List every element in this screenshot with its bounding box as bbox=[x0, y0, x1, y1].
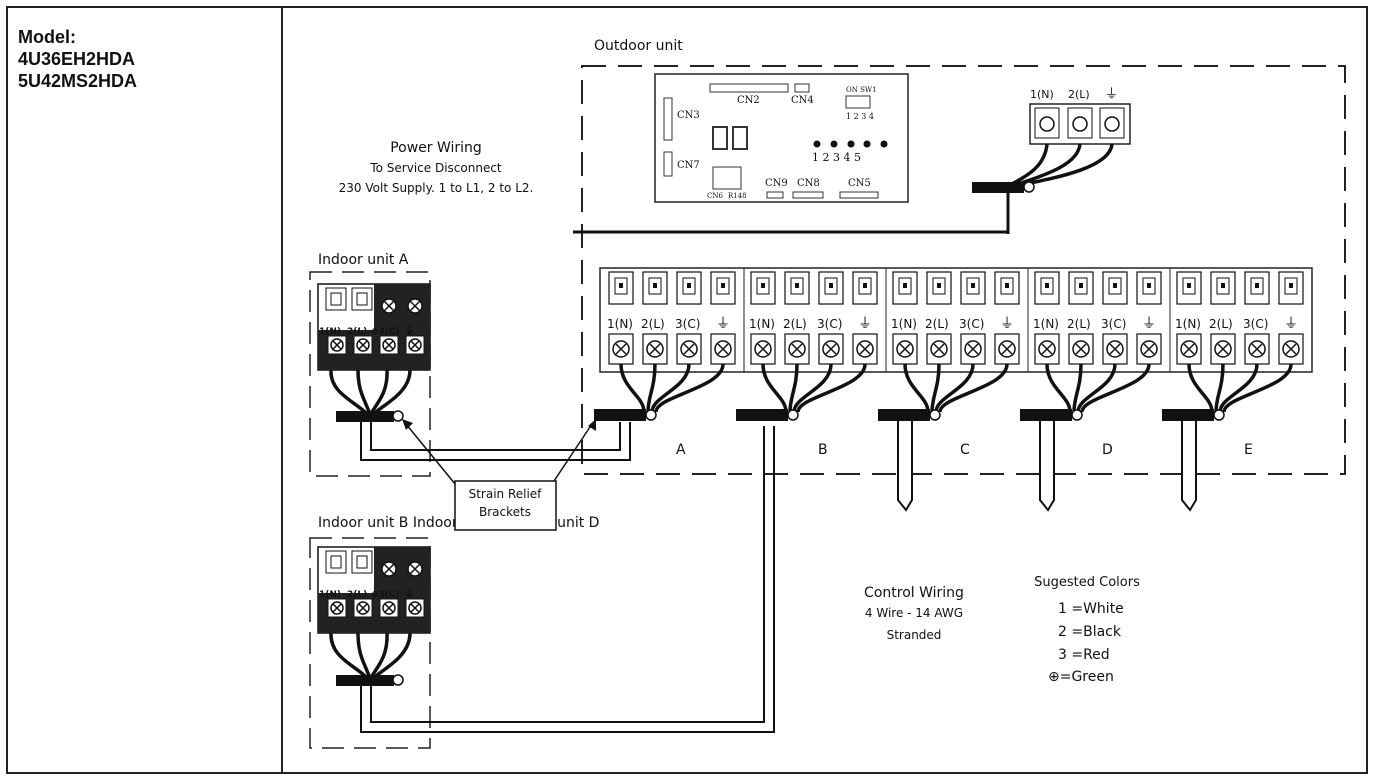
zone-b-terminal-2: 2(L) bbox=[783, 317, 807, 331]
zone-a-terminal-2: 2(L) bbox=[641, 317, 665, 331]
model-number-2: 5U42MS2HDA bbox=[18, 71, 138, 91]
board-cn9: CN9 bbox=[765, 178, 788, 189]
power-wiring-line1: To Service Disconnect bbox=[369, 161, 502, 175]
zone-d-terminal-4: ⏚ bbox=[1142, 316, 1156, 332]
board-cn3: CN3 bbox=[677, 110, 700, 121]
zone-e-terminal-3: 3(C) bbox=[1243, 317, 1268, 331]
control-wiring-title: Control Wiring bbox=[864, 585, 964, 601]
control-wiring-line2: Stranded bbox=[887, 628, 942, 642]
indoor-bcd-strain-relief bbox=[336, 675, 394, 686]
model-label: Model: bbox=[18, 27, 76, 47]
indoor-bcd-term-ground: ⏚ bbox=[404, 587, 415, 600]
power-terminal-1n: 1(N) bbox=[1030, 88, 1054, 101]
indoor-unit-a-terminal-block bbox=[317, 283, 431, 371]
zone-e-terminal-2: 2(L) bbox=[1209, 317, 1233, 331]
zone-a-terminal-1: 1(N) bbox=[607, 317, 633, 331]
zone-a-terminal-4: ⏚ bbox=[716, 316, 730, 332]
board-cn4: CN4 bbox=[791, 95, 814, 106]
zone-c-terminal-2: 2(L) bbox=[925, 317, 949, 331]
zone-c-strain-relief bbox=[878, 409, 930, 421]
zone-letter-b: B bbox=[818, 442, 828, 458]
color-legend-3: 3 =Red bbox=[1058, 647, 1110, 663]
board-cn2: CN2 bbox=[737, 95, 760, 106]
strain-relief-line1: Strain Relief bbox=[469, 487, 543, 501]
zone-b-strain-relief bbox=[736, 409, 788, 421]
zone-terminals: 1(N) 2(L) 3(C) ⏚ A 1(N) 2(L) 3(C) ⏚ B 1(N) 2(L) 3(C)… bbox=[594, 268, 1304, 512]
indoor-unit-bcd-terminal-block bbox=[317, 546, 431, 634]
board-cn8: CN8 bbox=[797, 178, 820, 189]
indoor-unit-a-boundary bbox=[309, 271, 431, 477]
power-terminal-ground: ⏚ bbox=[1105, 87, 1118, 102]
board-cn5: CN5 bbox=[848, 178, 871, 189]
strain-relief-line2: Brackets bbox=[479, 505, 531, 519]
power-terminal-2l: 2(L) bbox=[1068, 88, 1090, 101]
outdoor-unit-label: Outdoor unit bbox=[594, 38, 683, 54]
zone-d-terminal-2: 2(L) bbox=[1067, 317, 1091, 331]
model-number-1: 4U36EH2HDA bbox=[18, 49, 136, 69]
zone-c-terminal-4: ⏚ bbox=[1000, 316, 1014, 332]
color-legend-2: 2 =Black bbox=[1058, 624, 1122, 640]
zone-e-terminal-4: ⏚ bbox=[1284, 316, 1298, 332]
zone-b-terminal-1: 1(N) bbox=[749, 317, 775, 331]
board-switch-positions: 1 2 3 4 bbox=[846, 112, 874, 121]
zone-d-terminal-3: 3(C) bbox=[1101, 317, 1126, 331]
zone-a-terminal-3: 3(C) bbox=[675, 317, 700, 331]
zone-c-terminal-1: 1(N) bbox=[891, 317, 917, 331]
board-cn7: CN7 bbox=[677, 160, 700, 171]
control-cable-a bbox=[360, 422, 631, 461]
strain-relief-callout bbox=[454, 480, 557, 531]
control-wiring-line1: 4 Wire - 14 AWG bbox=[865, 606, 963, 620]
diagram-frame bbox=[6, 6, 1368, 774]
power-wiring-title: Power Wiring bbox=[390, 140, 482, 156]
zone-terminal-strip bbox=[599, 267, 1313, 373]
indoor-bcd-term-1n: 1(N) bbox=[319, 590, 341, 600]
board-led-numbers: 1 2 3 4 5 bbox=[812, 151, 861, 164]
zone-c-terminal-3: 3(C) bbox=[959, 317, 984, 331]
indoor-a-term-2l: 2(L) bbox=[347, 327, 367, 337]
outdoor-control-board: CN2 CN4 CN3 CN7 CN9 CN8 CN5 CN6 R148 ON … bbox=[654, 73, 909, 203]
zone-e-terminal-1: 1(N) bbox=[1175, 317, 1201, 331]
suggested-colors-title: Sugested Colors bbox=[1034, 575, 1140, 590]
column-divider bbox=[281, 6, 283, 774]
board-switch-label: ON SW1 bbox=[846, 86, 877, 94]
zone-letter-c: C bbox=[960, 442, 970, 458]
zone-b-terminal-4: ⏚ bbox=[858, 316, 872, 332]
zone-letter-d: D bbox=[1102, 442, 1113, 458]
zone-e-strain-relief bbox=[1162, 409, 1214, 421]
board-cn6: CN6 bbox=[707, 192, 723, 200]
zone-d-terminal-1: 1(N) bbox=[1033, 317, 1059, 331]
outdoor-unit-boundary bbox=[581, 65, 1346, 475]
indoor-a-term-1n: 1(N) bbox=[319, 327, 341, 337]
indoor-unit-bcd-boundary bbox=[309, 537, 431, 749]
outdoor-power-strain-relief bbox=[972, 182, 1024, 193]
control-cable-b bbox=[360, 426, 775, 733]
zone-b-terminal-3: 3(C) bbox=[817, 317, 842, 331]
indoor-bcd-term-2l: 2(L) bbox=[347, 590, 367, 600]
zone-letter-e: E bbox=[1244, 442, 1253, 458]
model-panel: Model: 4U36EH2HDA 5U42MS2HDA bbox=[18, 26, 137, 92]
board-r148: R148 bbox=[728, 192, 747, 200]
zone-letter-a: A bbox=[676, 442, 686, 458]
color-legend-1: 1 =White bbox=[1058, 601, 1124, 617]
power-wiring-line2: 230 Volt Supply. 1 to L1, 2 to L2. bbox=[339, 181, 534, 195]
indoor-unit-a-label: Indoor unit A bbox=[318, 252, 409, 268]
indoor-a-strain-relief bbox=[336, 411, 394, 422]
indoor-a-term-3c: ⊕3(C) bbox=[371, 327, 400, 337]
indoor-a-term-ground: ⏚ bbox=[404, 324, 415, 337]
indoor-bcd-term-3c: ⊕3(C) bbox=[371, 590, 400, 600]
color-legend-ground: ⊕=Green bbox=[1048, 669, 1114, 685]
outdoor-power-terminal-block: 1(N) 2(L) ⏚ bbox=[1029, 87, 1131, 145]
zone-a-strain-relief bbox=[594, 409, 646, 421]
zone-d-strain-relief bbox=[1020, 409, 1072, 421]
